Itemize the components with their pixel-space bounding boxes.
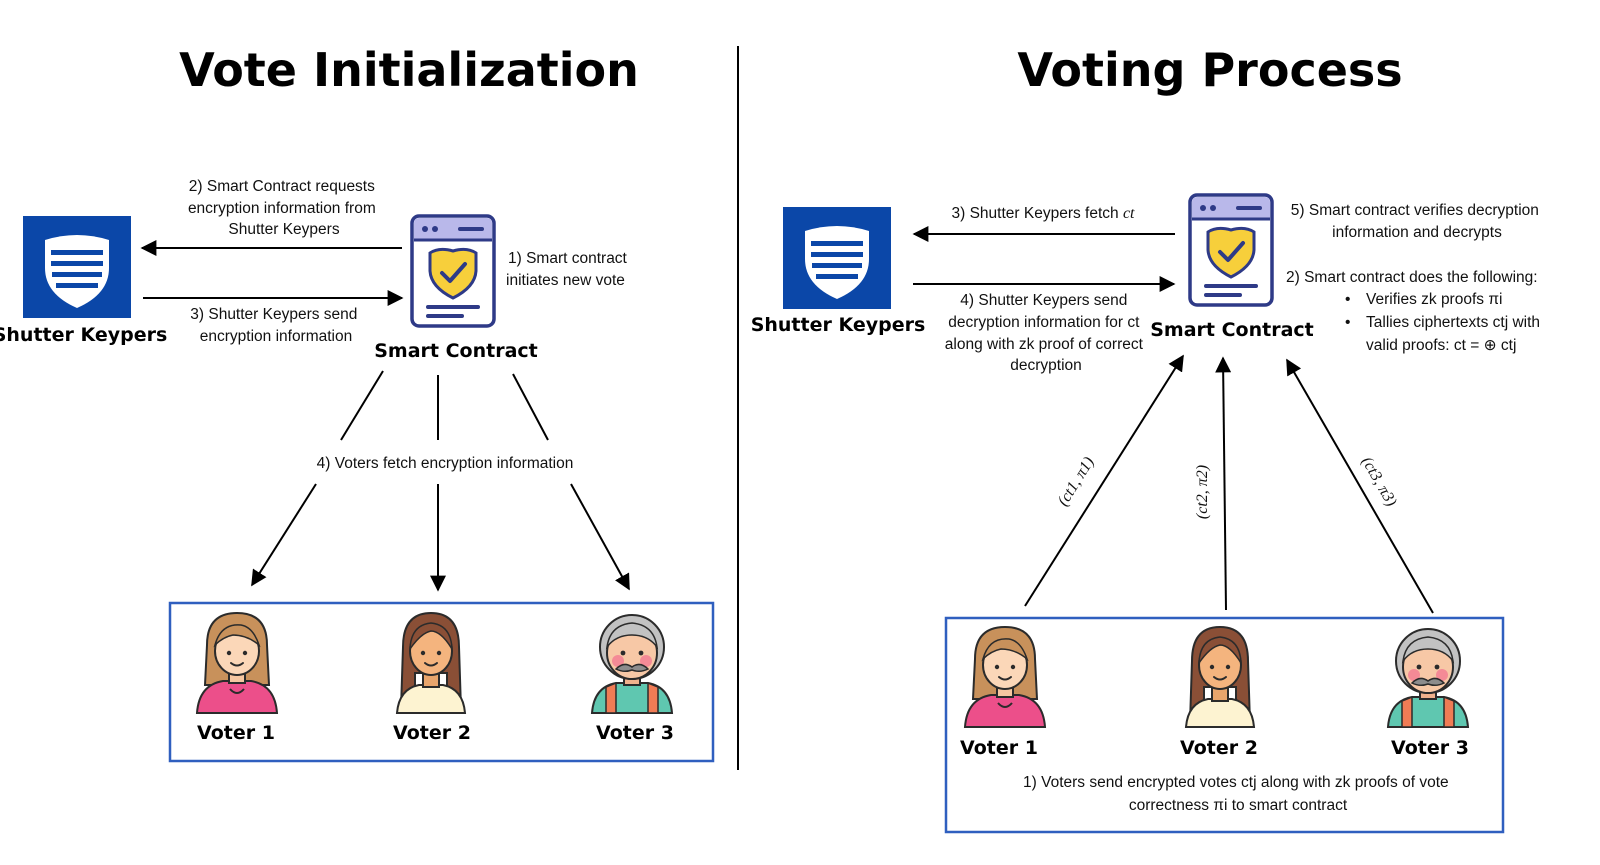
right-arrow-label-2: (ct2, π2) xyxy=(1194,465,1211,519)
title-voting-process: Voting Process xyxy=(1017,43,1402,97)
left-voter2-label: Voter 2 xyxy=(393,722,471,744)
left-step3-text: 3) Shutter Keypers send encryption infor… xyxy=(190,306,361,345)
smart-contract-icon xyxy=(1188,193,1274,307)
right-step5-text: 5) Smart contract verifies decryption in… xyxy=(1291,202,1543,241)
right-arrow-voter3 xyxy=(1286,358,1434,614)
left-line-1 xyxy=(340,370,384,441)
right-voters-box xyxy=(944,616,1505,834)
voter-woman-icon xyxy=(964,626,1046,728)
left-arrow-voter3 xyxy=(570,483,630,591)
left-arrow-voter1 xyxy=(251,483,317,587)
left-keypers-label: Shutter Keypers xyxy=(0,324,167,346)
left-line-3 xyxy=(512,373,549,441)
voter-woman-long-hair-icon xyxy=(1185,626,1255,728)
smart-contract-icon xyxy=(410,214,496,328)
voter-woman-long-hair-icon xyxy=(396,612,466,714)
shutter-keypers-icon xyxy=(783,207,891,309)
right-step2-bullet1: • xyxy=(1345,291,1350,308)
left-step4-text: 4) Voters fetch encryption information xyxy=(317,455,574,472)
left-voter3-label: Voter 3 xyxy=(596,722,674,744)
right-contract-label: Smart Contract xyxy=(1150,319,1314,341)
right-voter3-label: Voter 3 xyxy=(1391,737,1469,759)
right-step2-bullet1-text: Verifies zk proofs πi xyxy=(1366,291,1502,308)
right-arrow-label-3: (ct3, π3) xyxy=(1358,454,1400,509)
left-step2-text: 2) Smart Contract requests encryption in… xyxy=(188,178,380,238)
voter-old-man-icon xyxy=(1387,628,1469,728)
right-voter2-label: Voter 2 xyxy=(1180,737,1258,759)
right-step2-bullet2: • xyxy=(1345,314,1350,331)
right-step4-text: 4) Shutter Keypers send decryption infor… xyxy=(945,292,1147,374)
title-vote-initialization: Vote Initialization xyxy=(179,43,639,97)
right-step1-text: 1) Voters send encrypted votes ctj along… xyxy=(1023,774,1453,814)
voter-old-man-icon xyxy=(591,614,673,714)
voter-woman-icon xyxy=(196,612,278,714)
shutter-keypers-icon xyxy=(23,216,131,318)
right-step2-bullet2-text: Tallies ciphertexts ctj with valid proof… xyxy=(1366,314,1544,354)
left-voters-box xyxy=(168,601,715,763)
right-keypers-label: Shutter Keypers xyxy=(751,314,926,336)
right-arrow-voter1 xyxy=(1024,354,1184,607)
left-voter1-label: Voter 1 xyxy=(197,722,275,744)
left-step1-text: 1) Smart contract initiates new vote xyxy=(506,250,631,289)
right-arrow-voter2 xyxy=(1215,356,1232,611)
right-voter1-label: Voter 1 xyxy=(960,737,1038,759)
right-step3-text: 3) Shutter Keypers fetch ct xyxy=(952,205,1136,222)
left-contract-label: Smart Contract xyxy=(374,340,538,362)
right-step2-title: 2) Smart contract does the following: xyxy=(1286,269,1538,286)
